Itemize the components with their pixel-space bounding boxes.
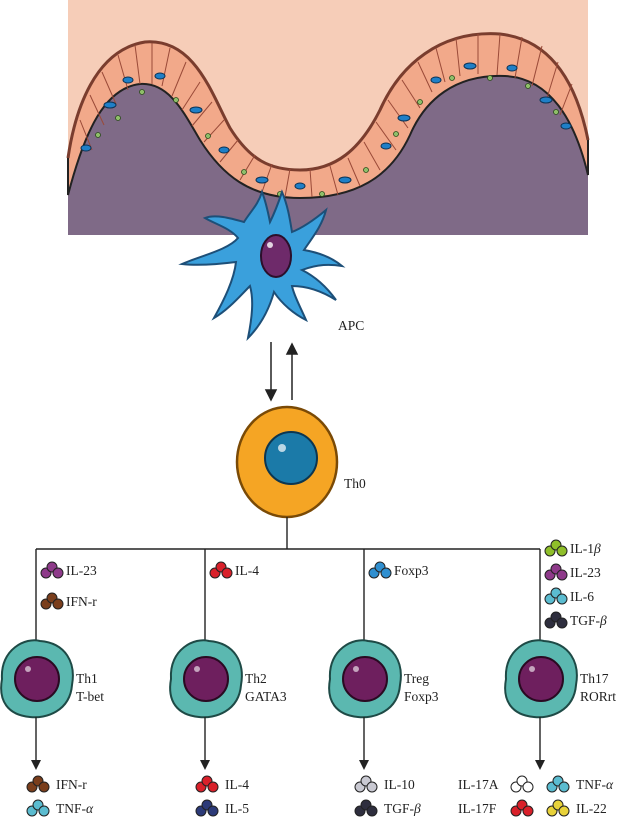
output-cytokine-icon	[546, 799, 570, 817]
epithelial-nuclei	[80, 62, 572, 190]
output-arrowhead	[535, 760, 545, 770]
th-nucleus	[183, 656, 229, 702]
cell-name-label: Th17	[580, 671, 609, 686]
output-cytokine-icon	[546, 775, 570, 793]
intestinal-epithelium	[66, 0, 590, 235]
apc-label: APC	[338, 318, 364, 333]
branch-lines	[35, 517, 541, 640]
inducer-cytokine-icon	[544, 611, 568, 629]
th-nucleus	[342, 656, 388, 702]
output-cytokine-icon	[26, 799, 50, 817]
inducer-cytokine-icon	[544, 539, 568, 557]
cell-name-label: Th2	[245, 671, 267, 686]
inducer-cytokine-icon	[544, 587, 568, 605]
output-label: IL-17A	[458, 777, 499, 792]
lamina-propria	[68, 55, 588, 235]
inducer-label: IL-23	[66, 563, 97, 578]
output-cytokine-icon	[195, 799, 219, 817]
output-label: TGF-β	[384, 801, 421, 816]
th0-cell	[235, 405, 339, 519]
inducer-cytokine-icon	[40, 592, 64, 610]
inducer-label: IL-4	[235, 563, 259, 578]
apc-th0-arrows	[264, 342, 299, 402]
inducer-label: TGF-β	[570, 613, 607, 628]
output-label: IL-4	[225, 777, 249, 792]
output-cytokine-icon	[195, 775, 219, 793]
output-label: TNF-α	[576, 777, 614, 792]
inducer-label: IFN-r	[66, 594, 97, 609]
apc-nucleus	[260, 234, 292, 278]
th-nucleus	[518, 656, 564, 702]
output-cytokine-icon	[26, 775, 50, 793]
output-label: IL-10	[384, 777, 415, 792]
epithelial-small-nuclei	[95, 75, 559, 197]
output-label: IL-22	[576, 801, 607, 816]
inducer-label: IL-23	[570, 565, 601, 580]
output-cytokine-icon	[510, 799, 534, 817]
inducer-label: Foxp3	[394, 563, 429, 578]
th-nucleus	[14, 656, 60, 702]
output-cytokine-icon	[354, 775, 378, 793]
inducer-cytokine-icon	[368, 561, 392, 579]
transcription-factor-label: RORrt	[580, 689, 616, 704]
output-arrowhead	[31, 760, 41, 770]
output-cytokine-icon	[354, 799, 378, 817]
inducer-cytokine-icon	[209, 561, 233, 579]
output-cytokine-icon	[510, 775, 534, 793]
output-arrowhead	[359, 760, 369, 770]
output-label: TNF-α	[56, 801, 94, 816]
inducer-label: IL-1β	[570, 541, 601, 556]
cell-name-label: Treg	[404, 671, 429, 686]
output-label: IL-17F	[458, 801, 497, 816]
th0-nucleus	[264, 431, 318, 485]
inducer-label: IL-6	[570, 589, 594, 604]
branches: IL-23IFN-rTh1T-betIFN-rTNF-αIL-4Th2GATA3…	[0, 539, 616, 817]
output-arrowhead	[200, 760, 210, 770]
output-label: IFN-r	[56, 777, 87, 792]
output-label: IL-5	[225, 801, 249, 816]
transcription-factor-label: Foxp3	[404, 689, 439, 704]
th0-label: Th0	[344, 476, 366, 491]
cell-name-label: Th1	[76, 671, 98, 686]
inducer-cytokine-icon	[40, 561, 64, 579]
apc-cell	[178, 189, 346, 342]
transcription-factor-label: T-bet	[76, 689, 104, 704]
inducer-cytokine-icon	[544, 563, 568, 581]
transcription-factor-label: GATA3	[245, 689, 287, 704]
